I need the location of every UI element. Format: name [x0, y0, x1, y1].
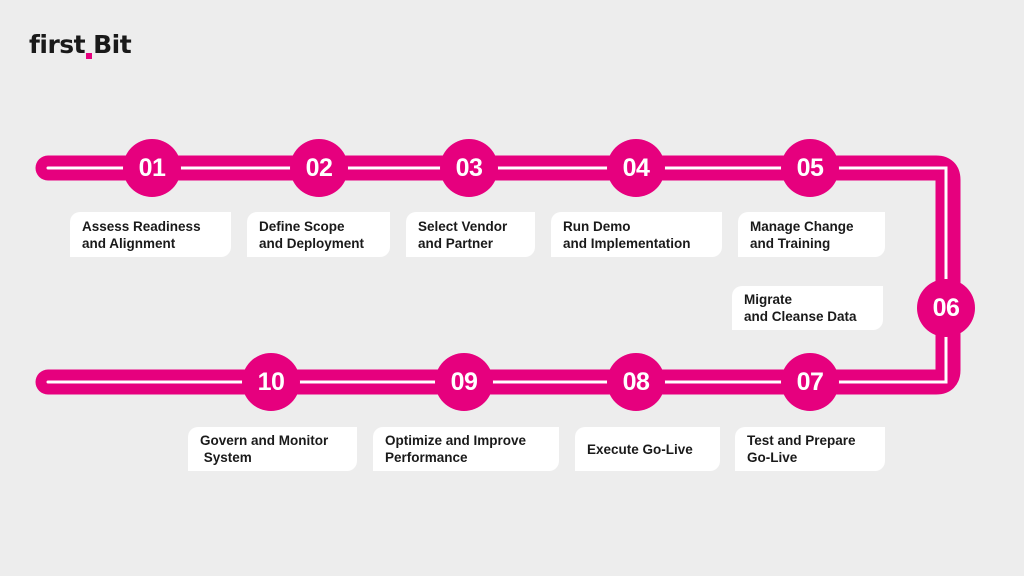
step-node-08: 08 — [607, 353, 665, 411]
step-number: 08 — [622, 367, 650, 396]
step-label-line2: System — [200, 450, 252, 465]
step-label-line1: Execute Go-Live — [587, 441, 693, 457]
step-label-line1: Optimize and Improve — [385, 433, 527, 448]
step-node-07: 07 — [781, 353, 839, 411]
step-card-05: Manage Change and Training — [738, 212, 885, 257]
step-label-line1: Migrate — [744, 292, 793, 307]
step-label-line2: Performance — [385, 450, 468, 465]
step-number: 07 — [796, 367, 824, 396]
step-number: 09 — [450, 367, 478, 396]
step-card-02: Define Scope and Deployment — [247, 212, 390, 257]
step-number: 04 — [622, 153, 650, 182]
step-label-line1: Assess Readiness — [82, 218, 201, 234]
step-label-line1: Select Vendor — [418, 218, 508, 234]
step-label-line2: and Implementation — [563, 235, 691, 251]
step-node-05: 05 — [781, 139, 839, 197]
step-label-line1: Run Demo — [563, 218, 631, 234]
step-node-09: 09 — [435, 353, 493, 411]
step-node-04: 04 — [607, 139, 665, 197]
step-label-line2: and Alignment — [82, 235, 176, 251]
step-node-10: 10 — [242, 353, 300, 411]
step-card-08: Execute Go-Live — [575, 427, 720, 471]
step-node-02: 02 — [290, 139, 348, 197]
logo-text-first: first — [29, 30, 86, 59]
step-number: 01 — [138, 153, 166, 182]
logo-accent-square — [86, 53, 93, 59]
step-label-line2: Go-Live — [747, 450, 798, 465]
step-label-line2: and Partner — [418, 235, 494, 251]
step-card-06: Migrate and Cleanse Data — [732, 286, 883, 330]
step-card-01: Assess Readiness and Alignment — [70, 212, 231, 257]
step-label-line1: Govern and Monitor — [200, 433, 329, 448]
logo-text-bit: Bit — [93, 30, 132, 59]
step-node-03: 03 — [440, 139, 498, 197]
step-label-line1: Test and Prepare — [747, 433, 856, 448]
step-card-04: Run Demo and Implementation — [551, 212, 722, 257]
step-label-line2: and Cleanse Data — [744, 309, 857, 324]
step-card-07: Test and Prepare Go-Live — [735, 427, 885, 471]
step-label-line2: and Training — [750, 235, 831, 251]
step-node-06: 06 — [917, 279, 975, 337]
step-node-01: 01 — [123, 139, 181, 197]
step-card-03: Select Vendor and Partner — [406, 212, 535, 257]
step-number: 10 — [257, 367, 285, 396]
step-number: 02 — [305, 153, 333, 182]
step-label-line1: Define Scope — [259, 218, 345, 234]
step-number: 06 — [932, 293, 960, 322]
step-card-09: Optimize and Improve Performance — [373, 427, 559, 471]
step-card-10: Govern and Monitor System — [188, 427, 357, 471]
step-label-line2: and Deployment — [259, 235, 365, 251]
step-number: 05 — [796, 153, 824, 182]
step-label-line1: Manage Change — [750, 218, 854, 234]
step-number: 03 — [455, 153, 483, 182]
